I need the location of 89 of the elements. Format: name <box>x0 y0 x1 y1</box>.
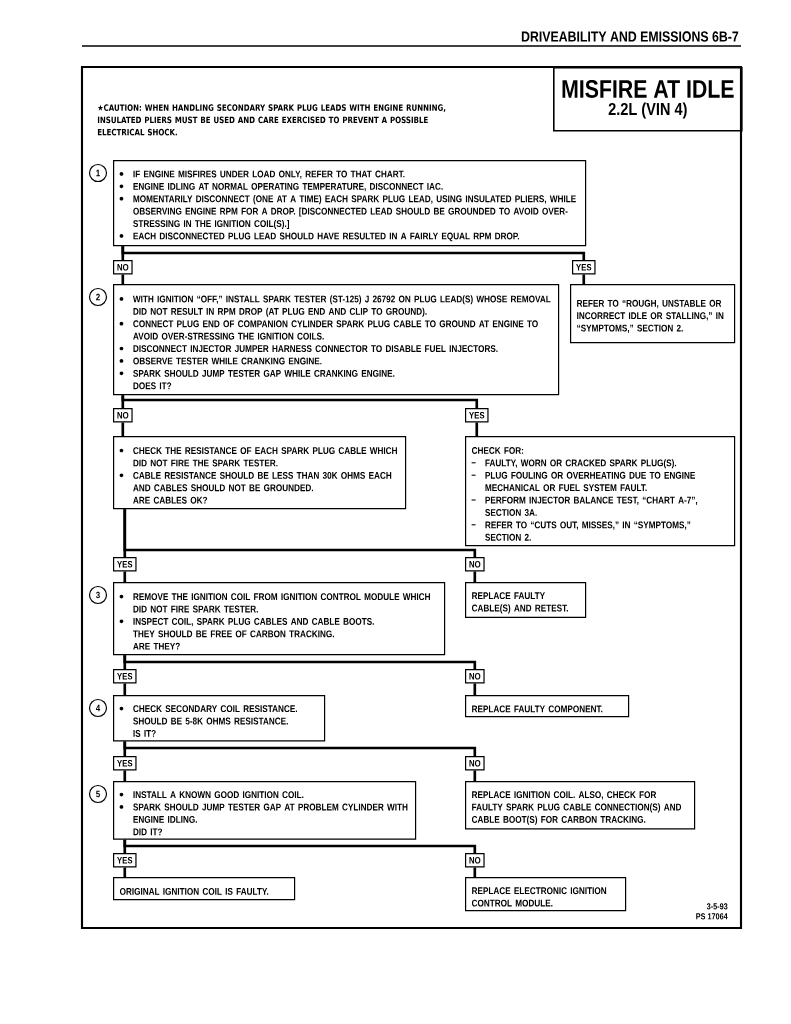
bullet-item: EACH DISCONNECTED PLUG LEAD SHOULD HAVE RESULTED IN A FAIRLY EQUAL RPM DROP. <box>119 232 519 242</box>
subtitle-text: 2.2L (VIN 4) <box>608 102 687 119</box>
yes-no-tag: NO <box>465 853 485 868</box>
connector-line <box>473 683 477 695</box>
process-box <box>570 284 736 344</box>
bullet-item: IF ENGINE MISFIRES UNDER LOAD ONLY, REFER TO THAT CHART. <box>119 170 405 179</box>
yes-no-tag: NO <box>465 669 485 684</box>
figure-number: PS 17064 <box>696 913 728 920</box>
callout-number: 5 <box>88 784 108 804</box>
title-text: MISFIRE AT IDLE <box>562 80 734 98</box>
connector-line <box>121 422 125 436</box>
yes-no-tag: YES <box>113 853 137 868</box>
process-box <box>465 582 587 619</box>
process-box <box>113 877 296 901</box>
box-text: REPLACE IGNITION COIL. ALSO, CHECK FOR FAULTY SPARK PLUG CABLE CONNECTION(S) AND CABLE BOOT(S) FOR CARBON TRACKING. <box>471 791 682 825</box>
connector-line <box>123 770 127 781</box>
bullet-item: ENGINE IDLING AT NORMAL OPERATING TEMPERATURE, DISCONNECT IAC. <box>119 182 443 192</box>
box-text: REFER TO “ROUGH, UNSTABLE OR INCORRECT IDLE OR STALLING,” IN “SYMPTOMS,” SECTION 2. <box>577 299 724 333</box>
bullet-item: PLUG FOULING OR OVERHEATING DUE TO ENGINE MECHANICAL OR FUEL SYSTEM FAULT. <box>471 471 695 492</box>
bullet-item: WITH IGNITION “OFF,” INSTALL SPARK TESTER (ST-125) J 26792 ON PLUG LEAD(S) WHOSE REMOVAL DID NOT RESULT IN RPM DROP (AT PLUG END AND CLIP TO GROUND). <box>119 295 551 317</box>
yes-no-tag: YES <box>465 408 489 423</box>
connector-line <box>475 422 479 436</box>
yes-no-tag: NO <box>113 408 133 423</box>
connector-line <box>121 274 125 284</box>
bullet-item: CONNECT PLUG END OF COMPANION CYLINDER SPARK PLUG CABLE TO GROUND AT ENGINE TO AVOID OVER-STRESSING THE IGNITION COILS. <box>119 320 538 340</box>
question-text: SHOULD BE 5-8K OHMS RESISTANCE. <box>133 717 288 725</box>
bullet-item: PERFORM INJECTOR BALANCE TEST, “CHART A-7”, SECTION 3A. <box>471 496 698 516</box>
process-box <box>113 781 417 840</box>
bullet-item: CHECK THE RESISTANCE OF EACH SPARK PLUG CABLE WHICH DID NOT FIRE THE SPARK TESTER. <box>119 447 397 467</box>
connector-line <box>123 741 477 756</box>
question-text: DID IT? <box>133 828 163 836</box>
bullet-item: INSTALL A KNOWN GOOD IGNITION COIL. <box>119 791 304 799</box>
callout-number: 1 <box>88 163 108 183</box>
bullet-item: INSPECT COIL, SPARK PLUG CABLES AND CABLE BOOTS. <box>119 618 374 627</box>
question-text: IS IT? <box>133 730 156 737</box>
bullet-item: SPARK SHOULD JUMP TESTER GAP WHILE CRANKING ENGINE. <box>119 369 395 377</box>
bullet-item: CHECK SECONDARY COIL RESISTANCE. <box>119 705 297 713</box>
process-box <box>465 695 630 718</box>
box-text: REPLACE FAULTY CABLE(S) AND RETEST. <box>471 592 568 614</box>
connector-line <box>473 867 477 877</box>
connector-line <box>123 655 477 669</box>
bullet-item: FAULTY, WORN OR CRACKED SPARK PLUG(S). <box>471 459 677 469</box>
box-text: REPLACE FAULTY COMPONENT. <box>472 705 603 713</box>
connector-line <box>123 683 127 695</box>
page-header: DRIVEABILITY AND EMISSIONS 6B-7 <box>521 31 739 42</box>
connector-line <box>473 770 477 781</box>
connector-line <box>123 509 477 557</box>
process-box <box>113 436 407 510</box>
bullet-item: SPARK SHOULD JUMP TESTER GAP AT PROBLEM CYLINDER WITH ENGINE IDLING. <box>119 803 408 823</box>
bullet-item: CABLE RESISTANCE SHOULD BE LESS THAN 30K OHMS EACH AND CABLES SHOULD NOT BE GROUNDED. <box>119 471 392 492</box>
heading-text: CHECK FOR: <box>471 447 524 454</box>
question-text: ARE THEY? <box>133 642 180 650</box>
bullet-item: REMOVE THE IGNITION COIL FROM IGNITION CONTROL MODULE WHICH DID NOT FIRE SPARK TESTER. <box>119 593 430 613</box>
process-box <box>113 582 446 656</box>
question-text: DOES IT? <box>133 382 172 390</box>
process-box <box>465 877 627 912</box>
connector-line <box>473 571 477 582</box>
callout-number: 3 <box>88 585 108 605</box>
process-box <box>465 781 696 830</box>
question-text: THEY SHOULD BE FREE OF CARBON TRACKING. <box>133 630 334 638</box>
connector-line <box>123 839 477 853</box>
yes-no-tag: NO <box>113 260 133 275</box>
title-box <box>553 67 743 132</box>
process-box <box>113 160 587 247</box>
caution-note: ★CAUTION: WHEN HANDLING SECONDARY SPARK PLUG LEADS WITH ENGINE RUNNING, INSULATED PLIERS MUST BE USED AND CARE EXERCISED TO PREVENT A POSSIBLE ELECTRICAL SHOCK. <box>97 104 446 136</box>
connector-line <box>123 867 127 877</box>
question-text: ARE CABLES OK? <box>133 496 208 504</box>
connector-line <box>123 571 127 582</box>
connector-line <box>121 395 479 408</box>
connector-line <box>121 246 586 260</box>
yes-no-tag: NO <box>465 557 485 572</box>
bullet-item: DISCONNECT INJECTOR JUMPER HARNESS CONNECTOR TO DISABLE FUEL INJECTORS. <box>119 345 498 353</box>
date-code: 3-5-93 <box>706 903 728 910</box>
process-box <box>113 284 560 396</box>
yes-no-tag: YES <box>113 669 137 684</box>
process-box <box>465 436 736 547</box>
bullet-item: MOMENTARILY DISCONNECT (ONE AT A TIME) EACH SPARK PLUG LEAD, USING INSULATED PLIERS, WHILE OBSERVING ENGINE RPM FOR A DROP. [DISCONNECTED LEAD SHOULD BE GROUNDED TO AVOID OVER-STRESSING IN THE IGNITION COIL(S).] <box>119 195 576 229</box>
bullet-item: REFER TO “CUTS OUT, MISSES,” IN “SYMPTOMS,” SECTION 2. <box>471 521 691 541</box>
yes-no-tag: YES <box>572 260 596 275</box>
callout-number: 4 <box>88 698 108 718</box>
yes-no-tag: NO <box>465 756 485 771</box>
box-text: REPLACE ELECTRONIC IGNITION CONTROL MODULE. <box>471 887 607 907</box>
yes-no-tag: YES <box>113 557 137 572</box>
bullet-item: OBSERVE TESTER WHILE CRANKING ENGINE. <box>119 357 322 365</box>
callout-number: 2 <box>88 287 108 307</box>
box-text: ORIGINAL IGNITION COIL IS FAULTY. <box>119 887 269 895</box>
yes-no-tag: YES <box>113 756 137 771</box>
connector-line <box>582 274 586 284</box>
process-box <box>113 695 326 742</box>
